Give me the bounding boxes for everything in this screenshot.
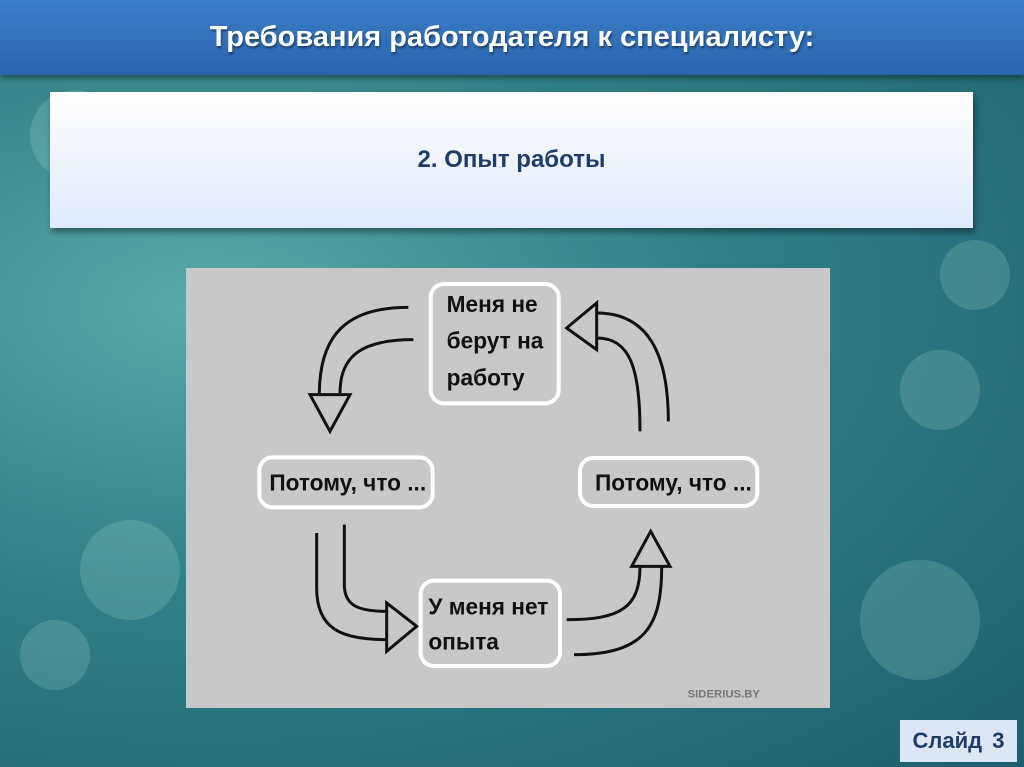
- arrowhead-up: [629, 528, 673, 568]
- arrowhead-down: [307, 393, 353, 435]
- arrow-top-left: [317, 305, 414, 395]
- arrow-top-right: [596, 311, 670, 432]
- subtitle-panel: 2. Опыт работы: [50, 92, 973, 228]
- bokeh: [900, 350, 980, 430]
- arrow-bottom-right: [566, 566, 664, 657]
- arrow-bottom-left: [315, 524, 387, 642]
- bokeh: [940, 240, 1010, 310]
- top-box-line: берут на: [447, 328, 544, 354]
- slide-title: Требования работодателя к специалисту:: [209, 21, 815, 53]
- bottom-box-line: опыта: [428, 629, 499, 655]
- box-left: [257, 455, 435, 510]
- left-box-text: Потому, что ...: [269, 470, 426, 496]
- top-box-line: Меня не: [447, 291, 538, 317]
- top-box-line: работу: [447, 364, 525, 390]
- cycle-diagram-svg: Меня не берут на работу Потому, что ... …: [257, 282, 761, 700]
- box-bottom: [418, 578, 562, 668]
- cycle-diagram: Меня не берут на работу Потому, что ... …: [186, 268, 830, 708]
- bottom-box-line: У меня нет: [428, 594, 548, 620]
- bokeh: [80, 520, 180, 620]
- header-bar: Требования работодателя к специалисту:: [0, 0, 1024, 75]
- right-box-text: Потому, что ...: [595, 470, 752, 496]
- arrowhead-right: [385, 599, 420, 655]
- bokeh: [20, 620, 90, 690]
- box-top: [428, 282, 561, 406]
- arrowhead-left: [564, 299, 599, 353]
- bokeh: [860, 560, 980, 680]
- box-right: [578, 456, 760, 508]
- slide-number-label: Слайд 3: [900, 720, 1017, 762]
- slide-subtitle: 2. Опыт работы: [417, 146, 606, 173]
- watermark: SIDERIUS.BY: [688, 688, 761, 700]
